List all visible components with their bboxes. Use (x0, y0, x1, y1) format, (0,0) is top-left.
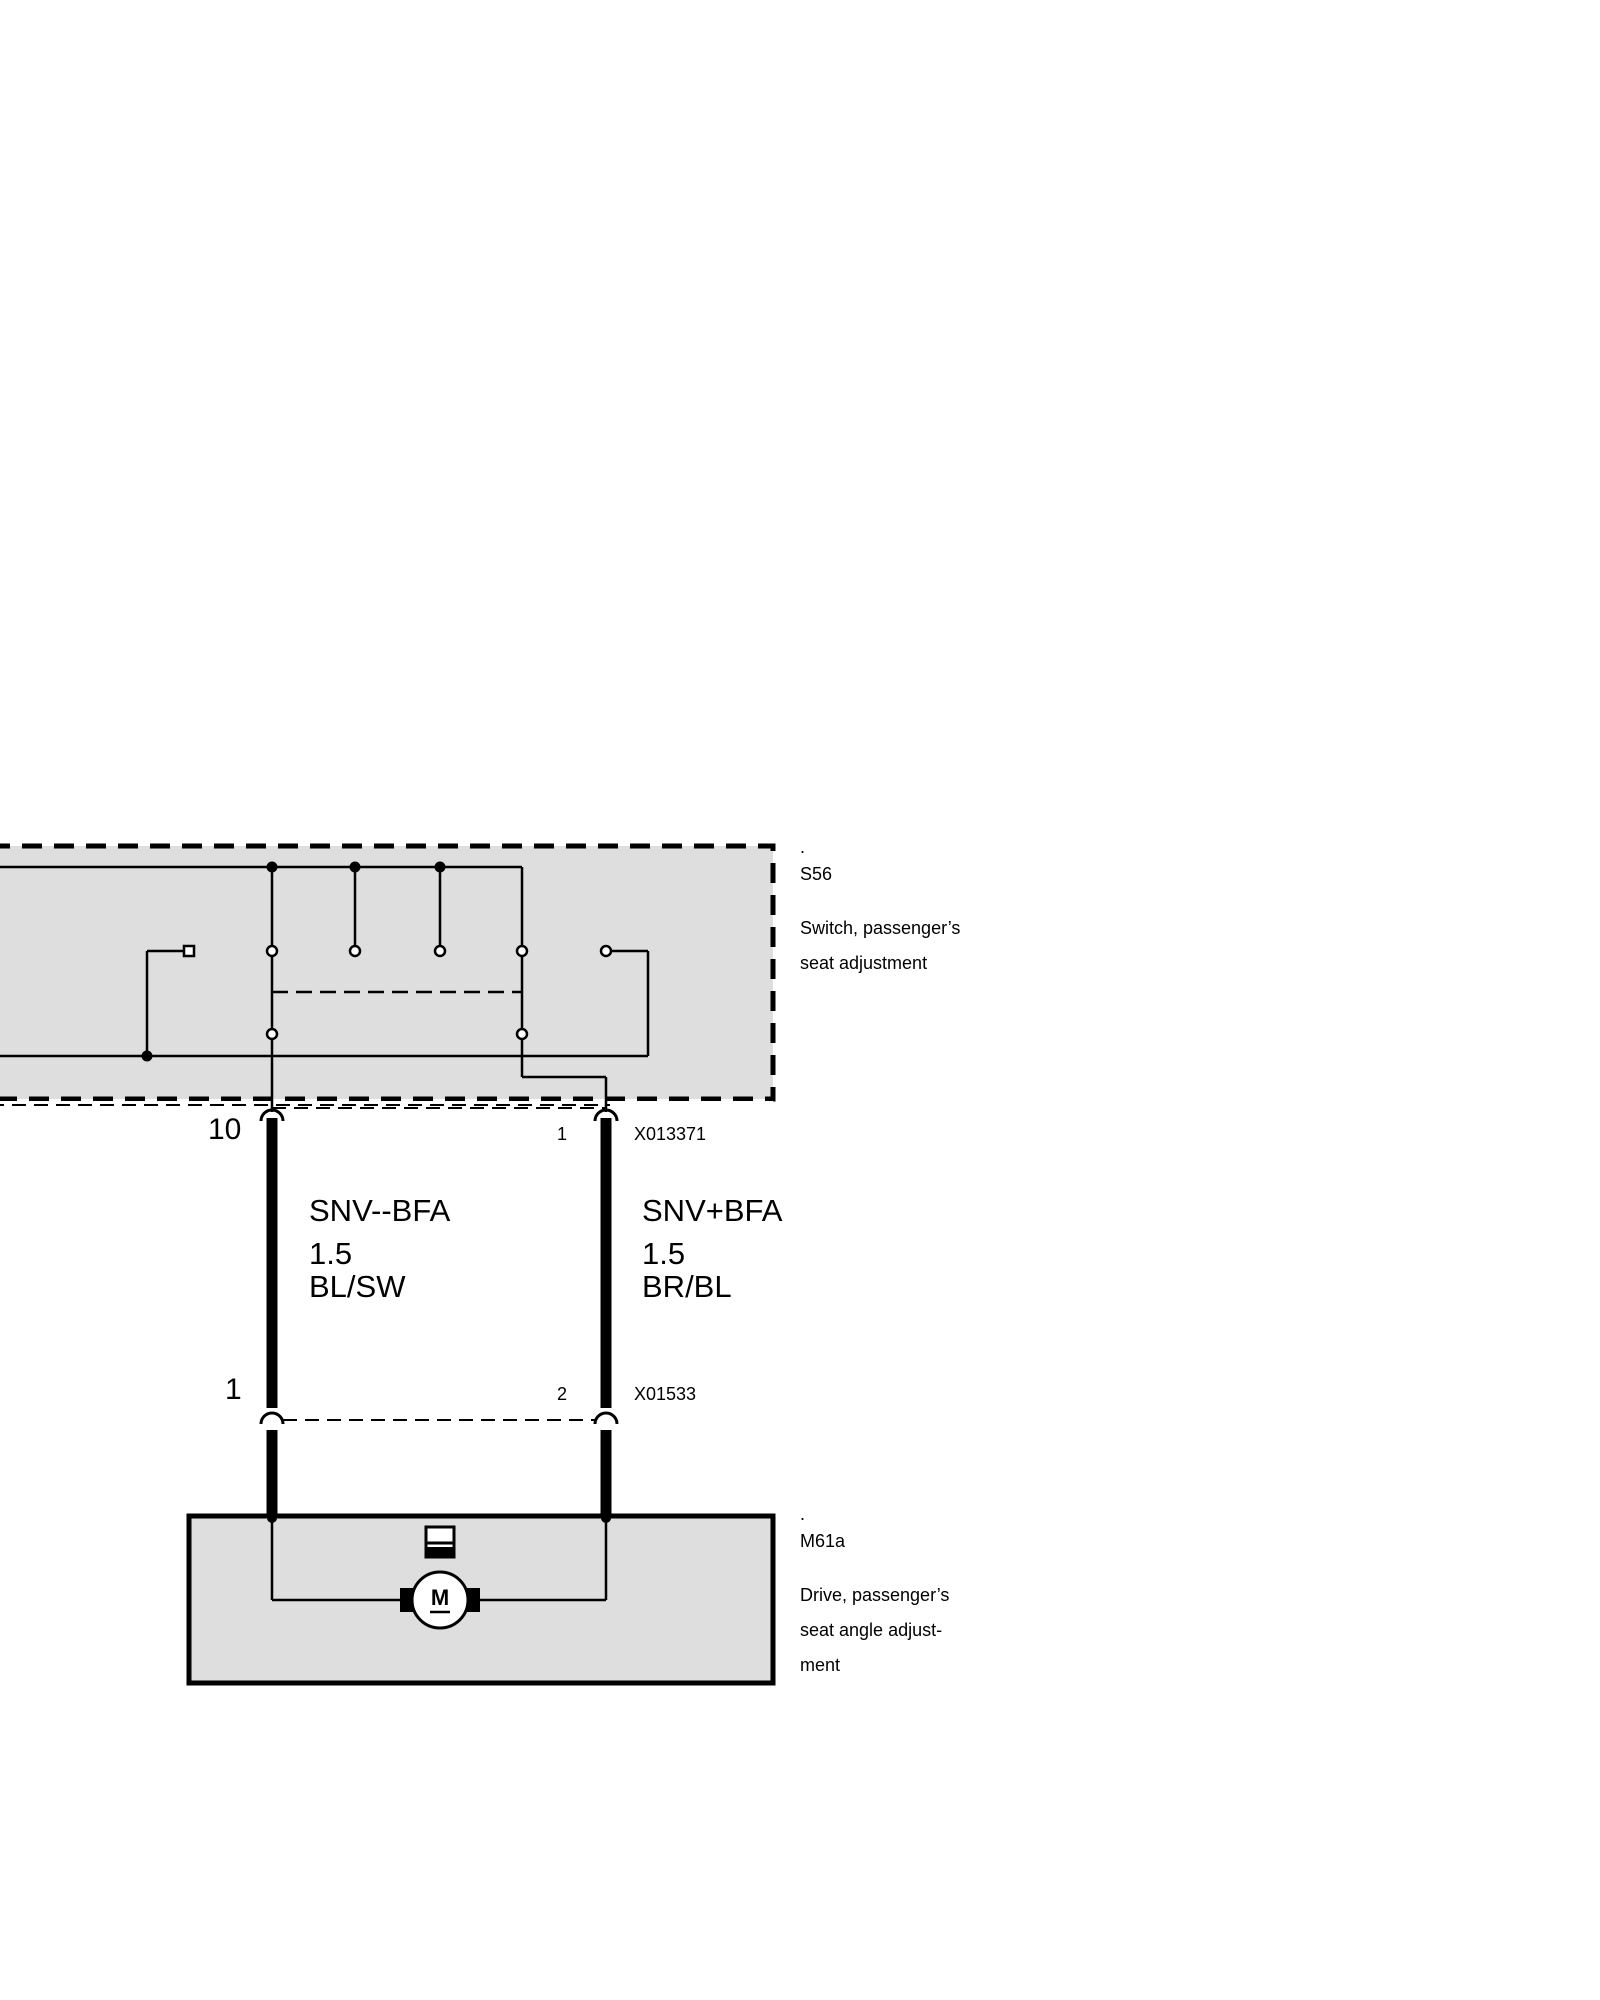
switch-component-id: S56 (800, 864, 833, 884)
connector-x01533 (259, 1411, 619, 1425)
drive-component-id: M61a (800, 1531, 846, 1551)
drive-marker-dot: . (800, 1504, 806, 1524)
switch-junction-dots (141, 861, 446, 1062)
switch-description-line-2: seat adjustment (800, 953, 928, 973)
connector-x01533-id: X01533 (634, 1384, 697, 1404)
actuator-symbol-icon (424, 1525, 456, 1559)
drive-description: Drive, passenger’s seat angle adjust- me… (800, 1578, 949, 1683)
motor-symbol-letter: M (430, 1585, 450, 1610)
connector-x013371-pin-left: 10 (208, 1113, 242, 1146)
switch-contact-terminals (182, 944, 613, 1041)
wire-snv-plus-color-code: BR/BL (642, 1269, 732, 1304)
connector-x01533-pin-left: 1 (225, 1373, 242, 1406)
switch-s56-block (0, 843, 776, 1112)
connector-x01533-pin-right: 2 (557, 1384, 568, 1404)
wire-snv-minus-color-code: BL/SW (309, 1269, 406, 1304)
connector-x013371-pin-right: 1 (557, 1124, 568, 1144)
switch-marker-dot: . (800, 837, 806, 857)
switch-description: Switch, passenger’s seat adjustment (800, 911, 960, 981)
wire-snv-minus-cross-section: 1.5 (309, 1236, 353, 1271)
connector-x013371 (259, 1108, 619, 1122)
wire-snv-plus-signal: SNV+BFA (642, 1193, 783, 1228)
switch-description-line-1: Switch, passenger’s (800, 918, 961, 938)
drive-description-line-2: seat angle adjust- (800, 1620, 943, 1640)
drive-description-line-1: Drive, passenger’s (800, 1585, 950, 1605)
motor-icon (400, 1570, 480, 1630)
drive-description-line-3: ment (800, 1655, 841, 1675)
wire-snv-plus-cross-section: 1.5 (642, 1236, 686, 1271)
drive-m61a-block (186, 1508, 776, 1686)
wire-snv-minus-signal: SNV--BFA (309, 1193, 451, 1228)
switch-s56-box (0, 843, 776, 1102)
connector-x013371-id: X013371 (634, 1124, 707, 1144)
wire-harness (266, 1118, 612, 1518)
